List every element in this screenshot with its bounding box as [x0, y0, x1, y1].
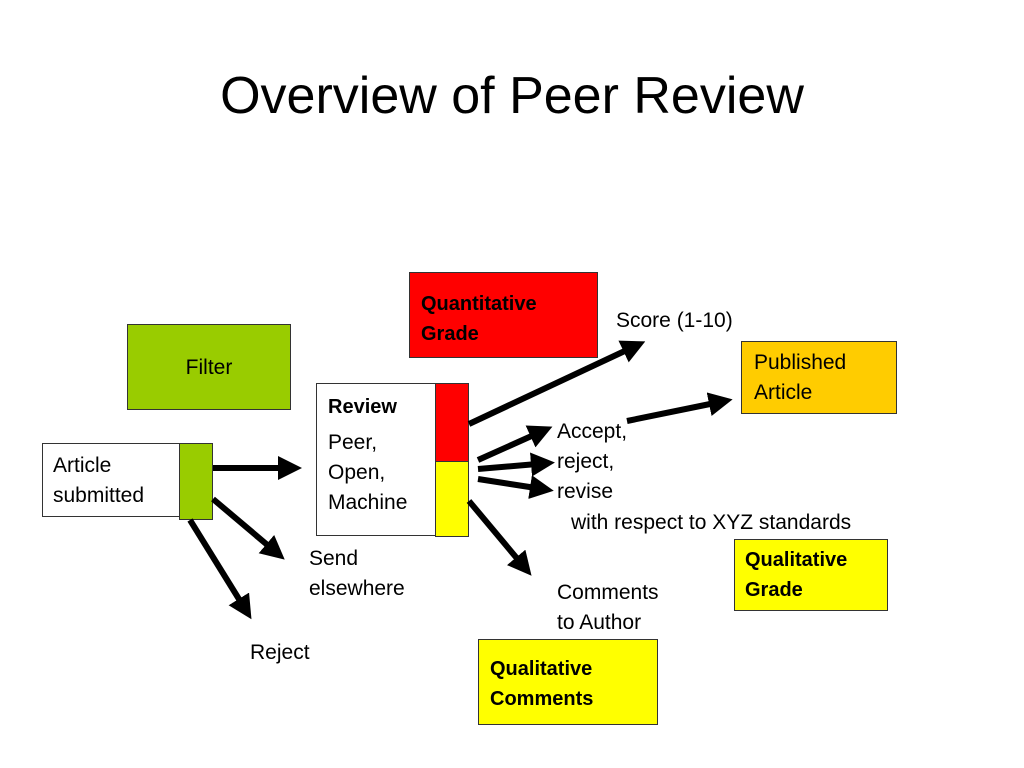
- article-submitted-box: Article submitted: [42, 443, 181, 517]
- arrow-to-score: [467, 340, 646, 427]
- arrow-to-accept: [476, 425, 553, 463]
- score-label: Score (1-10): [616, 309, 733, 332]
- filter-label: Filter: [185, 356, 233, 379]
- arrow-to-comments: [466, 499, 532, 576]
- slide-title: Overview of Peer Review: [220, 67, 804, 125]
- arrow-to-send-elsewhere: [211, 496, 285, 560]
- qualitative-grade-box: Qualitative Grade: [734, 539, 888, 611]
- quantitative-stage-block: [435, 383, 469, 462]
- standards-label: with respect to XYZ standards: [571, 511, 852, 534]
- filter-box: Filter: [127, 324, 291, 410]
- arrow-to-published: [626, 392, 733, 424]
- arrow-to-reject-decision: [477, 452, 555, 477]
- review-types: Peer, Open, Machine: [328, 431, 408, 514]
- quantitative-grade-box: Quantitative Grade: [409, 272, 598, 358]
- filter-stage-block: [179, 443, 213, 520]
- arrow-to-revise: [477, 475, 554, 499]
- reject-label: Reject: [250, 641, 310, 664]
- review-heading: Review: [328, 396, 397, 418]
- comments-to-author-label: Comments to Author: [557, 581, 659, 634]
- review-box: Review Peer, Open, Machine: [316, 383, 437, 536]
- send-elsewhere-label: Send elsewhere: [309, 547, 405, 600]
- qualitative-stage-block: [435, 461, 469, 537]
- arrow-to-reject: [187, 518, 252, 620]
- decision-label: Accept, reject, revise: [557, 420, 628, 503]
- published-article-box: Published Article: [741, 341, 897, 414]
- qualitative-comments-box: Qualitative Comments: [478, 639, 658, 725]
